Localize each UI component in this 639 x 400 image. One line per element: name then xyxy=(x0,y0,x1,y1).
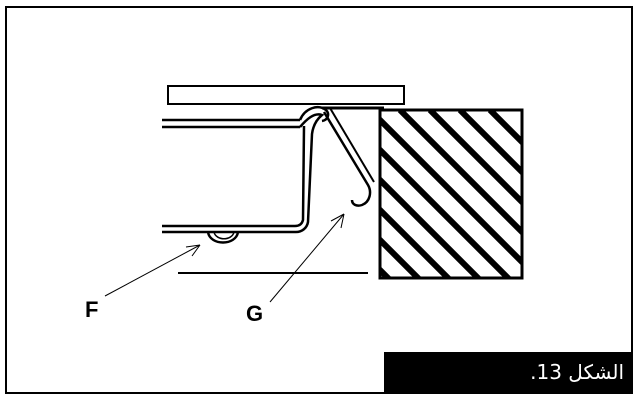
callout-label-g: G xyxy=(246,301,264,326)
leader-line-g xyxy=(269,213,345,303)
spring-clip-inner xyxy=(329,107,375,183)
weld-bead xyxy=(206,231,240,244)
callout-label-f: F xyxy=(85,297,99,322)
panel-fold-inner xyxy=(162,125,306,228)
figure-caption: الشكل 13. xyxy=(530,360,624,384)
spring-clip xyxy=(322,111,372,207)
hatched-block xyxy=(378,108,524,280)
arrowhead-f xyxy=(185,244,201,257)
rolled-edge xyxy=(298,106,330,123)
hatched-block-hatching xyxy=(380,110,522,278)
figure-caption-box: الشكل 13. xyxy=(384,352,632,393)
panel-fold xyxy=(162,113,325,234)
top-cover-plate xyxy=(167,85,405,105)
leader-line-f xyxy=(104,244,201,297)
arrowhead-g xyxy=(330,213,345,229)
figure-frame xyxy=(5,6,633,394)
weld-bead-inner xyxy=(213,231,235,240)
